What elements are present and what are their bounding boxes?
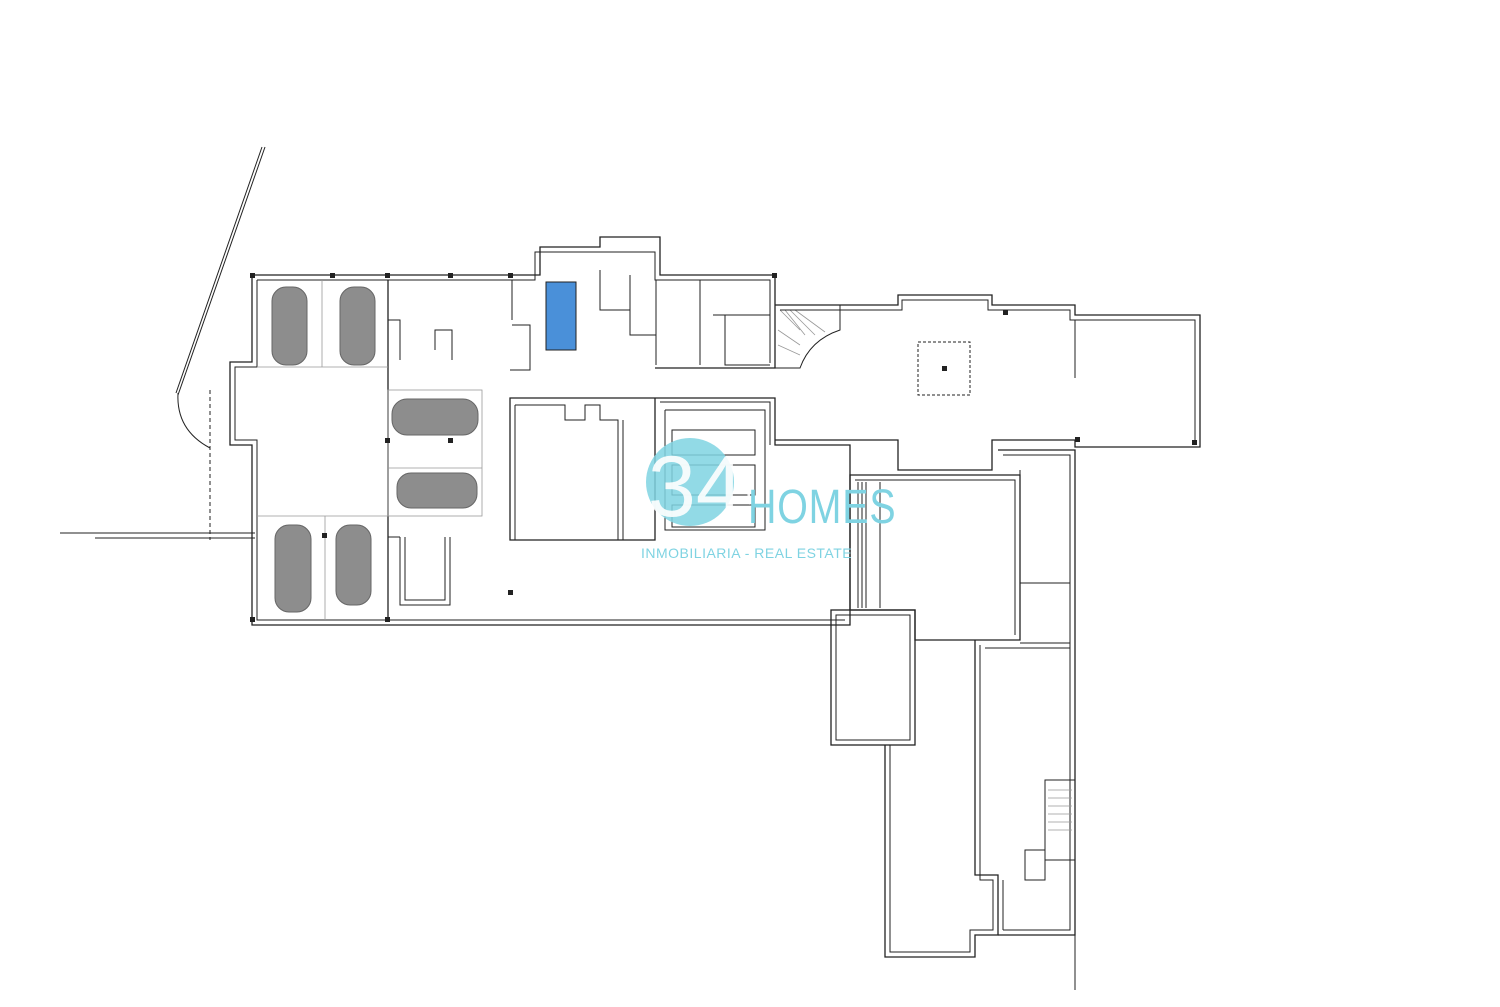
columns <box>250 273 1197 622</box>
watermark-brand: HOMES <box>748 481 897 534</box>
right-wing-walls <box>775 294 1201 471</box>
car <box>335 524 372 606</box>
car <box>396 472 478 509</box>
car <box>274 524 312 613</box>
car <box>271 286 308 366</box>
car <box>339 286 376 366</box>
watermark-number: 340 <box>648 439 750 528</box>
main-building-walls <box>229 236 851 626</box>
car <box>391 398 479 436</box>
parked-cars <box>271 286 479 613</box>
water-feature <box>545 281 577 351</box>
watermark-logo-number: 340 <box>646 438 750 528</box>
site-boundary <box>60 146 1076 990</box>
watermark-tagline: INMOBILIARIA - REAL ESTATE <box>641 545 853 561</box>
terrace-walls <box>830 449 1076 958</box>
spiral-stair <box>774 304 841 369</box>
